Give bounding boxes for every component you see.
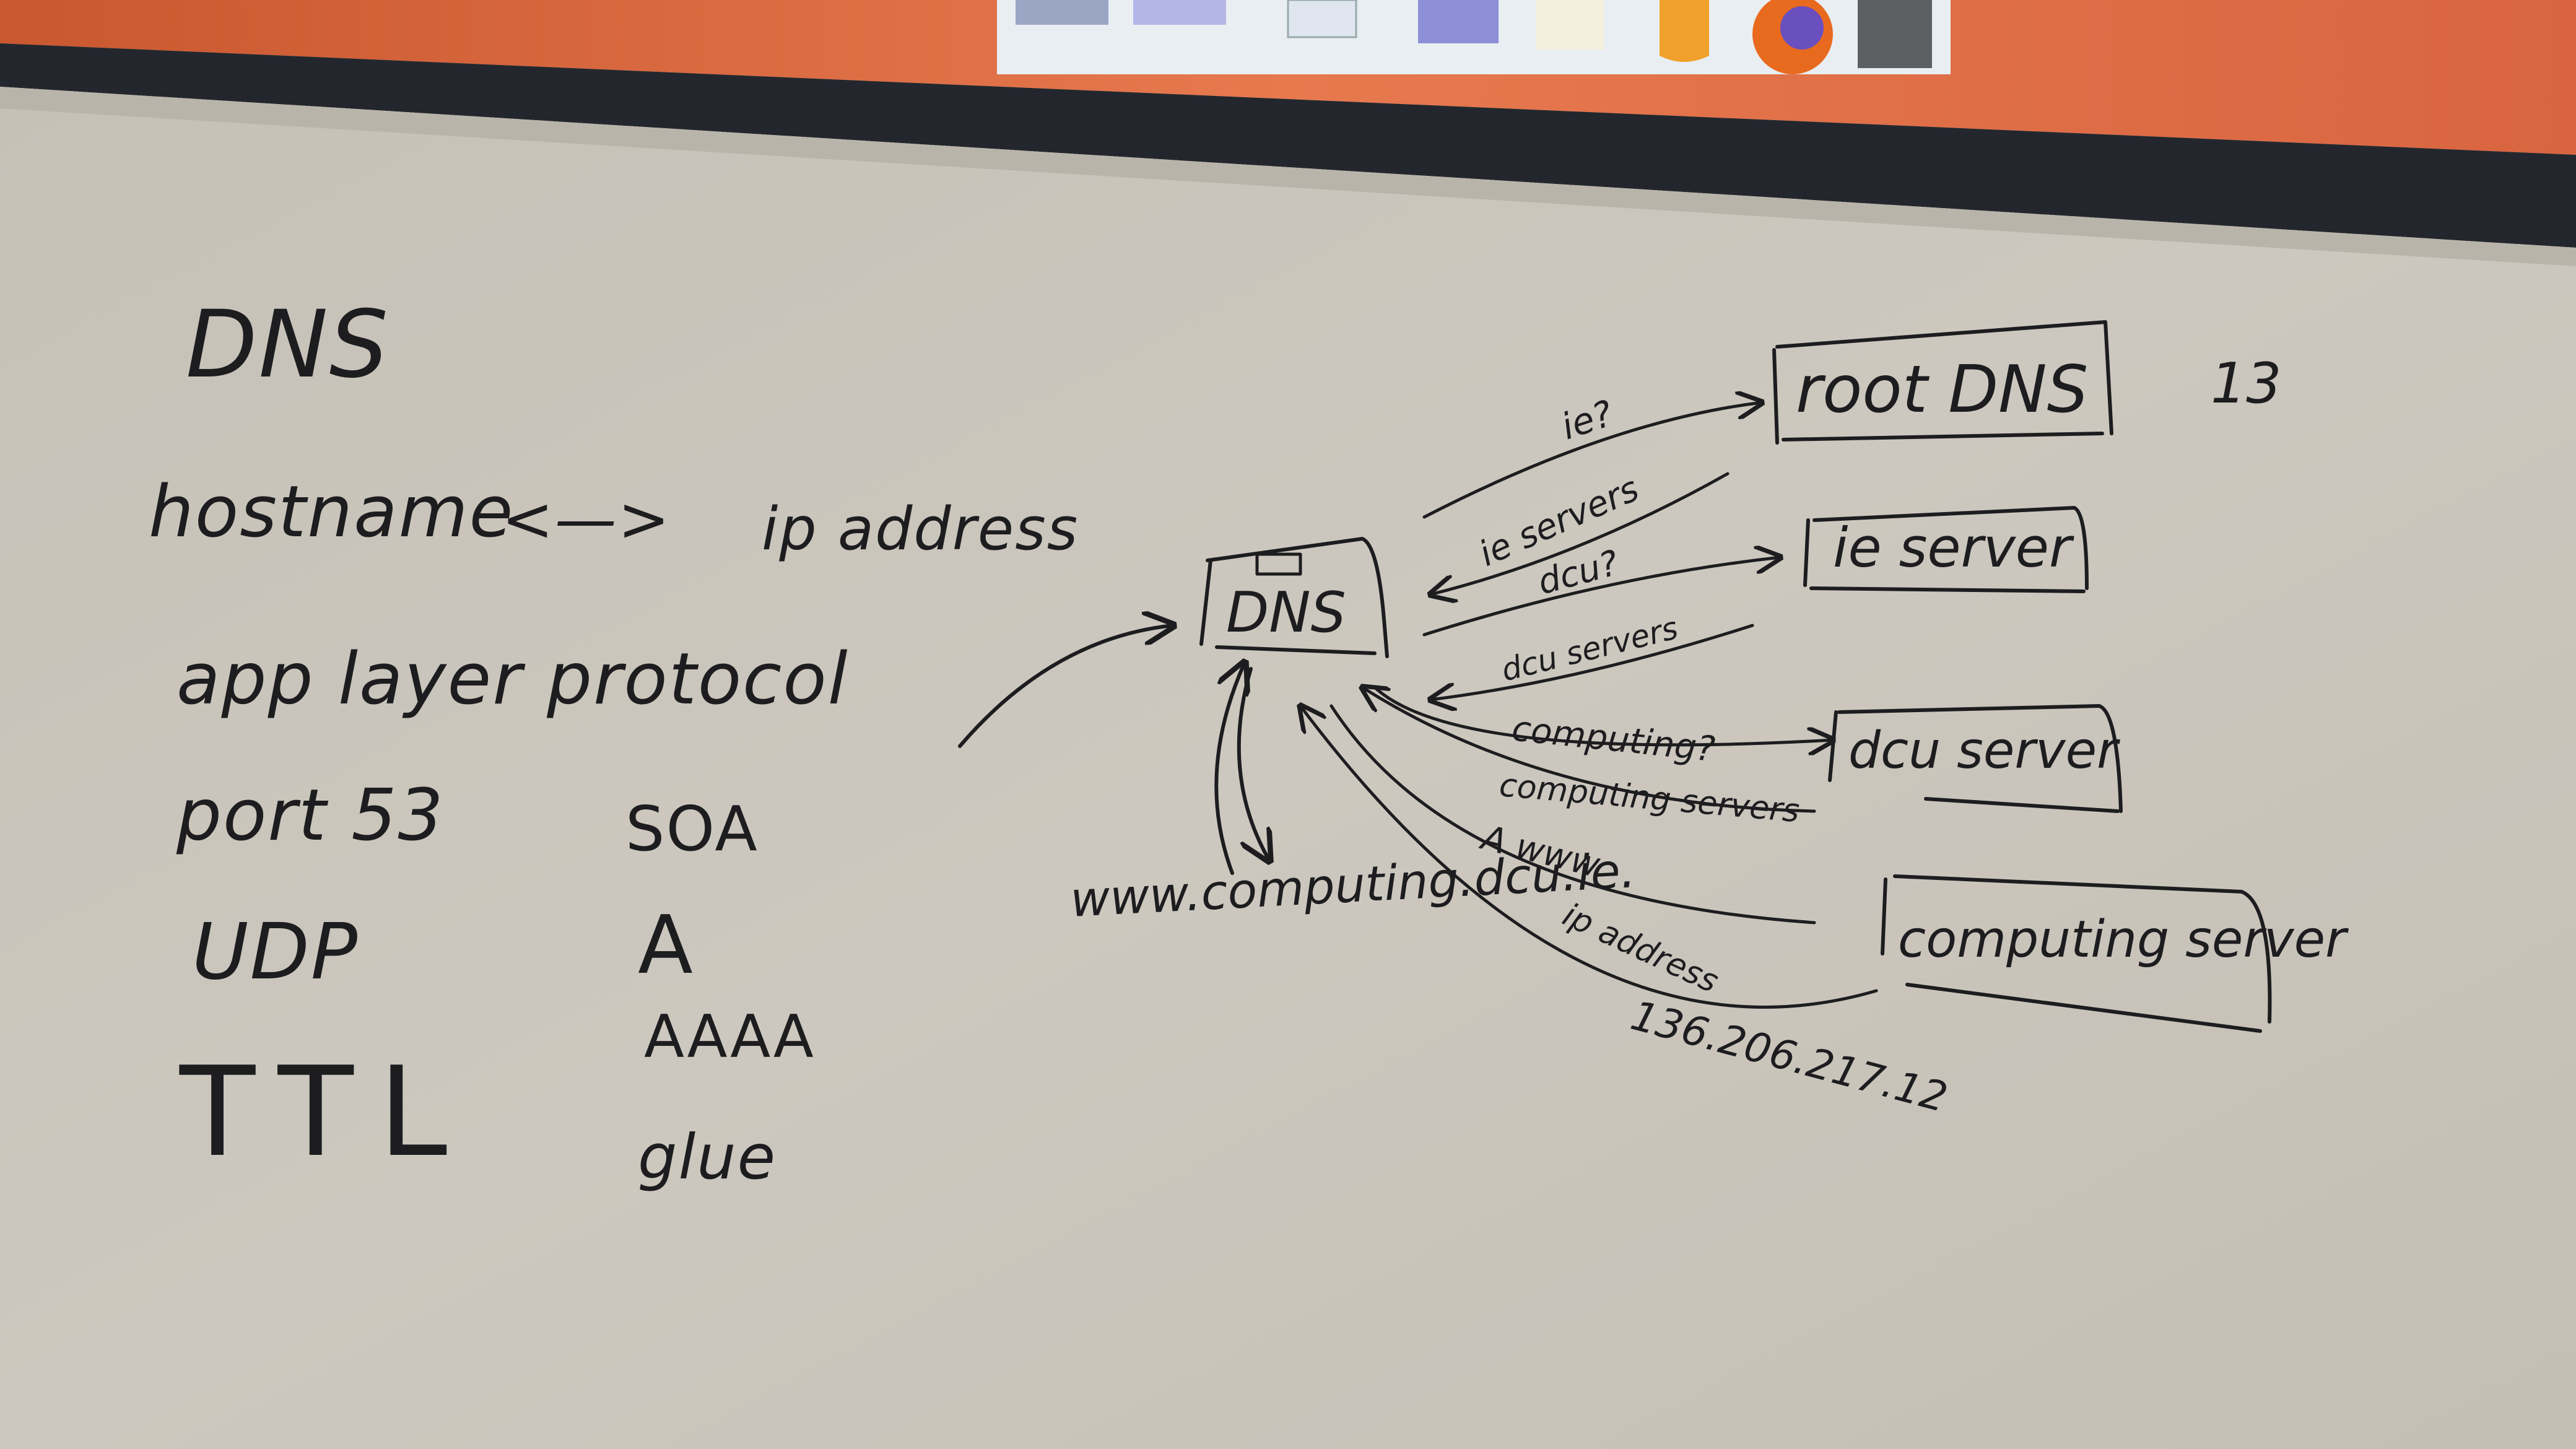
msg-dcu-servers: dcu servers [1498,610,1682,689]
ie-server-box [1803,506,2089,593]
resolver-monitor-icon [1255,552,1302,576]
transport-udp: UDP [192,907,359,997]
arrow-reply-ie-servers [1430,472,1730,594]
arrow-reply-dcu-servers [1430,624,1754,700]
ie-server-label: ie server [1833,516,2074,580]
msg-computing-servers: computing servers [1498,767,1801,830]
dcu-server-label: dcu server [1848,721,2120,780]
ttl-label: TTL [180,1040,472,1185]
title-dns: DNS [186,291,389,399]
root-server-count: 13 [2211,351,2282,416]
resolver-box [1199,537,1389,658]
arrow-resolver-to-client [1237,667,1269,861]
bidirectional-arrow: <—> [502,483,671,555]
root-dns-label: root DNS [1796,352,2088,427]
arrow-client-to-resolver-up [1214,663,1245,875]
record-type-glue: glue [638,1121,777,1193]
resolver-label: DNS [1226,580,1346,645]
app-layer-protocol: app layer protocol [176,638,849,721]
computing-server-label: computing server [1898,910,2349,969]
record-type-a: A [638,898,694,992]
whiteboard [0,87,2576,1449]
arrow-query-a-www [1329,704,1816,925]
port-53: port 53 [176,774,445,857]
record-type-soa: SOA [625,793,759,865]
arrow-reply-ip-address [1300,706,1878,1009]
arrow-reply-computing-servers [1362,687,1816,813]
arrow-query-computing [1373,685,1833,745]
msg-dcu-query: dcu? [1534,543,1623,603]
hostname-label: hostname [149,471,515,554]
final-ip-address: 136.206.217.12 [1626,991,1952,1121]
arrow-client-to-resolver [958,625,1173,748]
arrow-query-ie [1422,402,1762,519]
record-type-aaaa: AAAA [644,1003,815,1071]
board-frame [0,43,2576,248]
msg-ip-address: ip address [1557,896,1725,1000]
msg-computing-query: computing? [1510,708,1717,770]
ip-address-label: ip address [762,495,1079,564]
computing-server-box [1881,874,2272,1033]
arrow-query-dcu [1422,557,1780,637]
query-hostname: www.computing.dcu.ie. [1069,843,1637,928]
root-dns-box [1772,320,2113,445]
